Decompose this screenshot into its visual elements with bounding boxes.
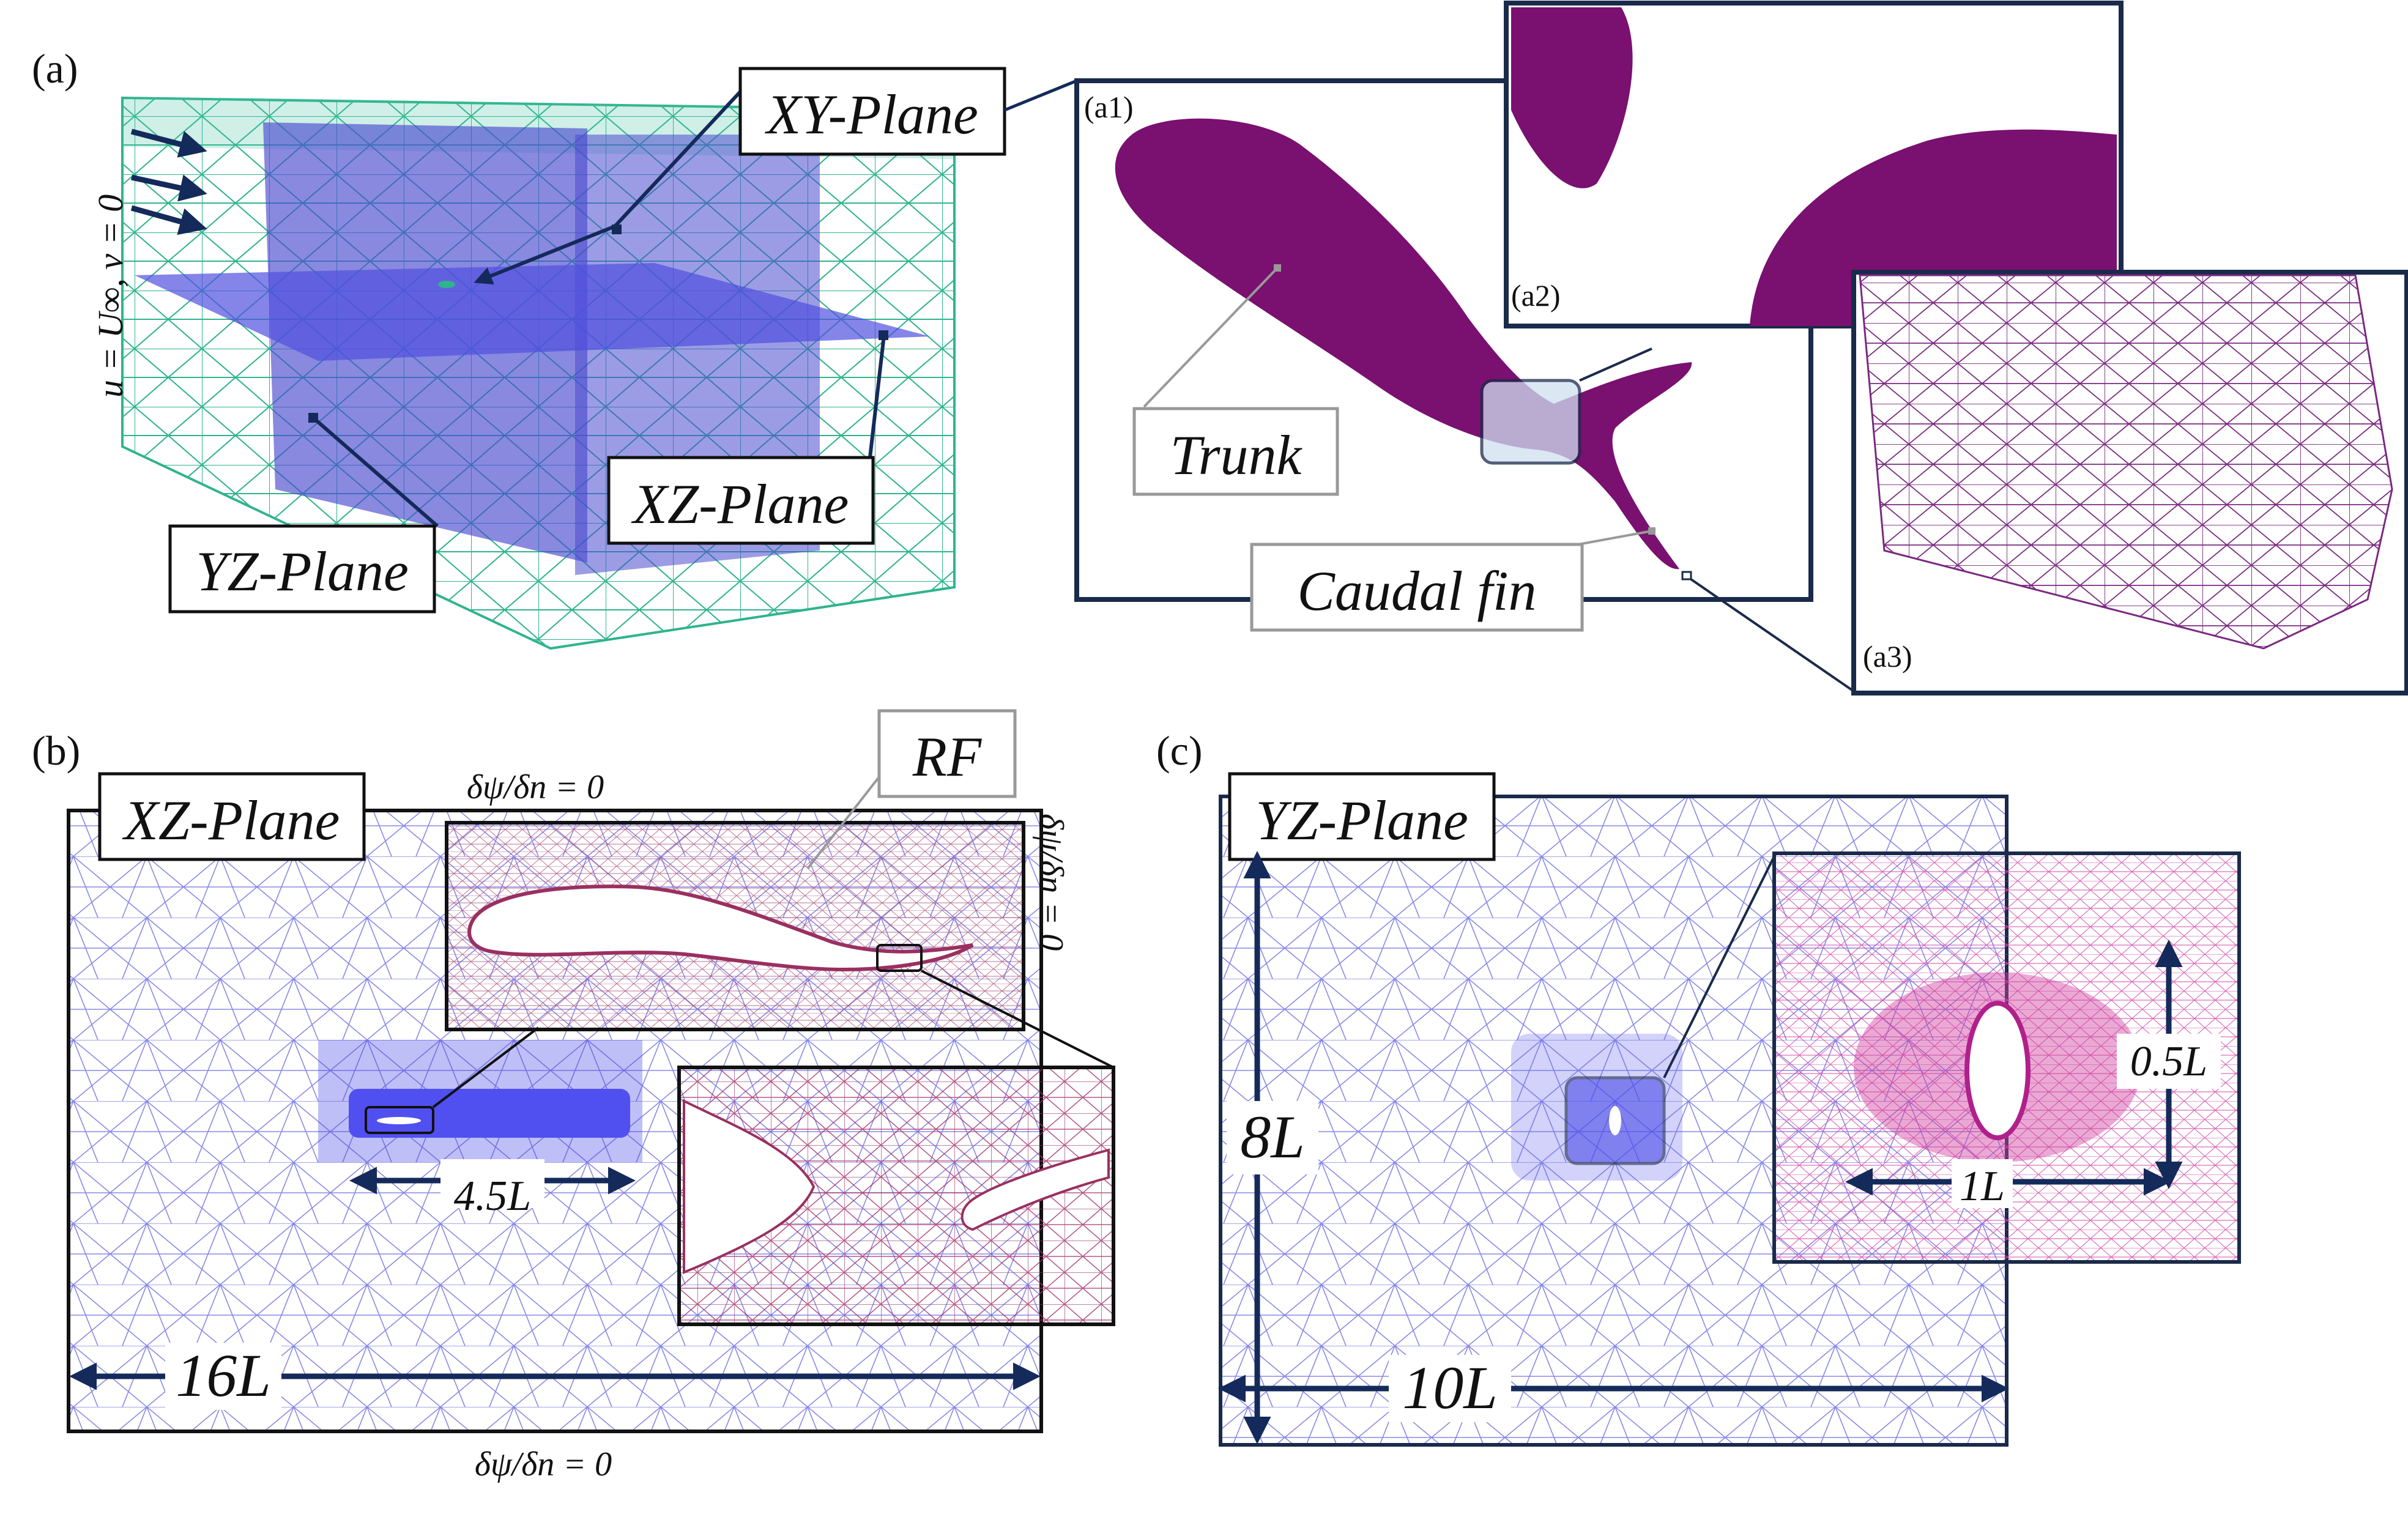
fish-zoom-box-b <box>365 1106 434 1134</box>
xz-plane-label: XZ-Plane <box>631 473 849 535</box>
xz-plane-label-box <box>607 456 875 545</box>
panel-label-a1: (a1) <box>1084 90 1134 124</box>
inflow-arrows <box>130 128 207 236</box>
xy-plane-pointer <box>474 224 616 285</box>
trunk-leader <box>1143 267 1279 408</box>
a2-zoom-box <box>1480 379 1581 465</box>
a3-fin-tip-mesh <box>1859 274 2393 650</box>
rf-fish-cutout <box>467 885 974 972</box>
a2-connector <box>1579 347 1652 382</box>
tail-body-cutout <box>683 1099 816 1274</box>
tail-zoom-connector <box>921 970 1114 1069</box>
bc-bottom-label: δψ/δn = 0 <box>475 1445 612 1483</box>
xz-plane-b-label: XZ-Plane <box>122 789 340 851</box>
dim-label-10l: 10L <box>1402 1354 1498 1422</box>
rf-inset-connector <box>432 1026 540 1108</box>
domain-box-3d <box>121 96 956 650</box>
a2-fish-head-zoom <box>1511 7 1633 188</box>
panel-label-a2: (a2) <box>1511 278 1561 313</box>
yz-plane-leader <box>312 416 439 528</box>
xz-plane-leader <box>868 335 886 458</box>
caudal-fin-leader <box>1578 530 1652 546</box>
fish-cross-section <box>1964 1001 2031 1140</box>
inflow-bc-label: u = U∞, v = 0 <box>91 195 130 398</box>
xy-plane-leader <box>613 90 742 228</box>
dim-label-4-5l: 4.5L <box>454 1173 531 1220</box>
caudal-fin-label: Caudal fin <box>1297 560 1536 622</box>
trunk-label-box <box>1132 407 1339 496</box>
xz-plane-b-label-box <box>98 772 366 861</box>
dim-label-16l: 16L <box>176 1341 271 1409</box>
yz-inset-connector <box>1663 856 1775 1078</box>
xy-plane-label-box <box>738 67 1006 156</box>
trunk-label: Trunk <box>1170 424 1303 486</box>
panel-label-b: (b) <box>32 727 80 774</box>
tail-zoom-box <box>876 944 923 972</box>
rf-label: RF <box>912 725 982 788</box>
yz-plane-label-box <box>168 524 436 614</box>
yz-plane-label: YZ-Plane <box>196 540 409 603</box>
refinement-core <box>349 1089 630 1138</box>
rf-label-box <box>877 709 1017 798</box>
a3-connector <box>1690 578 1855 692</box>
bc-top-label: δψ/δn = 0 <box>467 768 604 806</box>
panel-label-a: (a) <box>32 45 78 92</box>
panel-label-c: (c) <box>1156 727 1202 774</box>
dim-label-8l: 8L <box>1240 1103 1305 1171</box>
tail-fin-cutout <box>961 1148 1110 1231</box>
dim-label-1l: 1L <box>1960 1163 2005 1210</box>
fish-body <box>1115 118 1692 569</box>
bc-right-label: δψ/δn = 0 <box>1032 814 1070 951</box>
a3-zoom-box <box>1681 571 1692 580</box>
yz-plane-c-label-box <box>1228 772 1496 861</box>
rf-leader <box>806 776 880 870</box>
dim-label-0-5l: 0.5L <box>2130 1038 2207 1085</box>
caudal-fin-label-box <box>1250 543 1584 632</box>
yz-plane-c-label: YZ-Plane <box>1255 789 1468 851</box>
a1-connector <box>1004 79 1077 112</box>
xy-plane-label: XY-Plane <box>764 83 978 146</box>
xz-plane-3d <box>135 263 930 361</box>
panel-label-a3: (a3) <box>1863 639 1912 673</box>
